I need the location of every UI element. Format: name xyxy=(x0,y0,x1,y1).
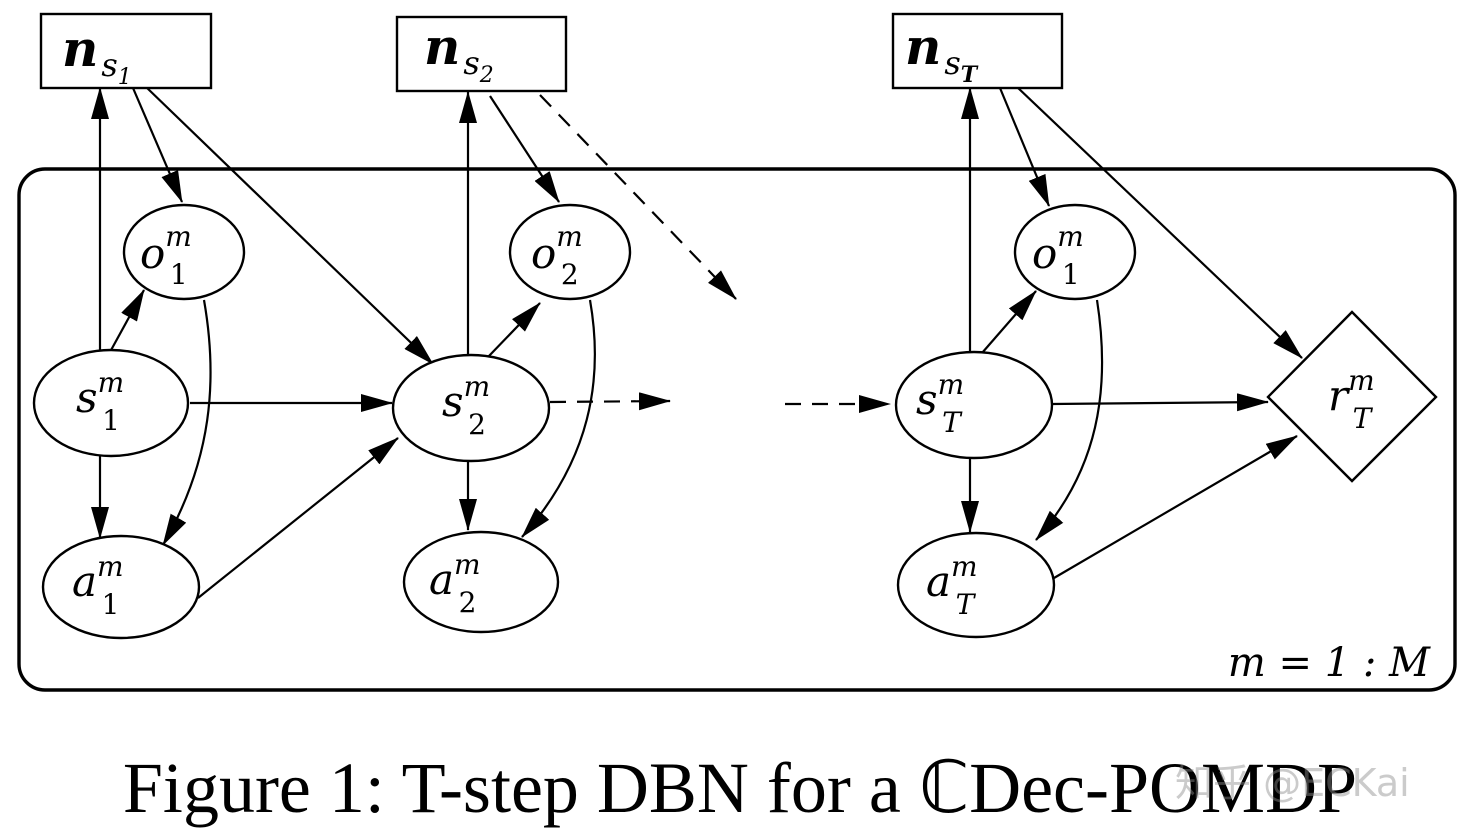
label-s1-base: s xyxy=(76,373,98,422)
label-a1: am 1 xyxy=(72,550,124,621)
edge-a1-to-s2 xyxy=(197,437,399,599)
edge-sT-to-rT xyxy=(1051,393,1269,412)
node-s2 xyxy=(391,353,551,463)
plate-box xyxy=(17,167,1457,692)
label-oT-sup: m xyxy=(1057,220,1084,253)
label-a2-base: a xyxy=(429,555,454,604)
node-rT xyxy=(1266,310,1438,483)
label-oT: om 1 xyxy=(1032,220,1084,291)
edge-s1-to-o1 xyxy=(109,289,145,353)
label-oT-sub: 1 xyxy=(1062,258,1080,291)
label-o2: om 2 xyxy=(531,220,583,291)
node-n-s2 xyxy=(395,15,568,93)
label-s2-sub: 2 xyxy=(468,408,486,441)
label-rT-sup: m xyxy=(1348,364,1375,397)
label-n-s2-subsub: 2 xyxy=(479,63,494,88)
label-s2-sup: m xyxy=(464,370,491,403)
edge-o2-to-a2 xyxy=(521,299,596,538)
label-n-s1-subsub: 1 xyxy=(118,65,132,90)
label-n-s2-sub: s xyxy=(463,44,479,82)
label-n-s2-base: n xyxy=(424,17,460,76)
node-a2 xyxy=(402,530,560,634)
label-n-s1-base: n xyxy=(62,19,98,78)
label-o1-sub: 1 xyxy=(170,258,188,291)
label-sT-sup: m xyxy=(938,368,965,401)
label-a1-sup: m xyxy=(97,550,124,583)
label-s2-base: s xyxy=(442,377,464,426)
label-o2-base: o xyxy=(531,229,556,278)
edge-nsT-to-o1 xyxy=(998,87,1051,207)
node-o1 xyxy=(122,203,246,301)
figure-caption: Figure 1: T-step DBN for a ℂDec-POMDP xyxy=(122,748,1358,828)
edge-o1-to-a1 xyxy=(162,299,212,546)
label-a1-sub: 1 xyxy=(102,588,120,621)
edge-aT-to-rT xyxy=(1053,435,1298,579)
node-aT xyxy=(896,531,1056,639)
label-s1-sup: m xyxy=(98,366,125,399)
node-n-sT xyxy=(891,12,1064,90)
edge-s2-dashed-right xyxy=(549,392,671,411)
watermark: 知乎 @ECKai xyxy=(1175,761,1410,805)
label-sT-base: s xyxy=(916,375,938,424)
edge-oT-to-aT xyxy=(1035,299,1104,541)
label-n-s1: ns1 xyxy=(62,19,132,90)
label-a1-base: a xyxy=(72,557,97,606)
label-s1-sub: 1 xyxy=(102,404,120,437)
label-a2-sup: m xyxy=(454,548,481,581)
edge-s2-to-o2 xyxy=(487,302,541,358)
label-o2-sup: m xyxy=(556,220,583,253)
label-sT-sub: T xyxy=(942,406,963,439)
label-s1: sm 1 xyxy=(76,366,124,437)
node-o2 xyxy=(508,203,632,301)
label-o1: om 1 xyxy=(140,220,192,291)
node-a1 xyxy=(41,534,201,640)
label-o2-sub: 2 xyxy=(561,258,579,291)
label-n-sT-base: n xyxy=(905,17,941,76)
label-n-sT-sub: s xyxy=(944,44,960,82)
label-aT-sub: T xyxy=(956,588,977,621)
label-rT-base: r xyxy=(1328,371,1351,420)
node-n-s1 xyxy=(39,12,213,90)
label-o1-sup: m xyxy=(165,220,192,253)
label-oT-base: o xyxy=(1032,229,1057,278)
label-n-sT: nsT xyxy=(905,17,979,88)
edge-sT-to-o1 xyxy=(981,290,1037,354)
label-rT-sub: T xyxy=(1353,402,1374,435)
label-a2-sub: 2 xyxy=(459,586,477,619)
edge-nsT-to-rT xyxy=(1015,85,1303,359)
node-s1 xyxy=(32,348,190,458)
label-n-sT-subsub: T xyxy=(961,62,979,88)
plate-label: m = 1 : M xyxy=(1228,640,1431,686)
label-n-s1-sub: s xyxy=(101,46,117,84)
label-n-s2: ns2 xyxy=(424,17,494,88)
node-oT xyxy=(1013,203,1137,301)
node-sT xyxy=(894,350,1054,460)
label-o1-base: o xyxy=(140,229,165,278)
label-s2: sm 2 xyxy=(442,370,490,441)
label-aT-base: a xyxy=(926,557,951,606)
label-a2: am 2 xyxy=(429,548,481,619)
edges xyxy=(91,85,1303,599)
edge-ns2-dashed-diag xyxy=(539,94,737,300)
edge-ns1-to-o1 xyxy=(131,87,184,203)
edge-ns2-to-o2 xyxy=(489,95,560,203)
label-aT-sup: m xyxy=(951,550,978,583)
edge-ns1-to-s2 xyxy=(144,85,434,365)
